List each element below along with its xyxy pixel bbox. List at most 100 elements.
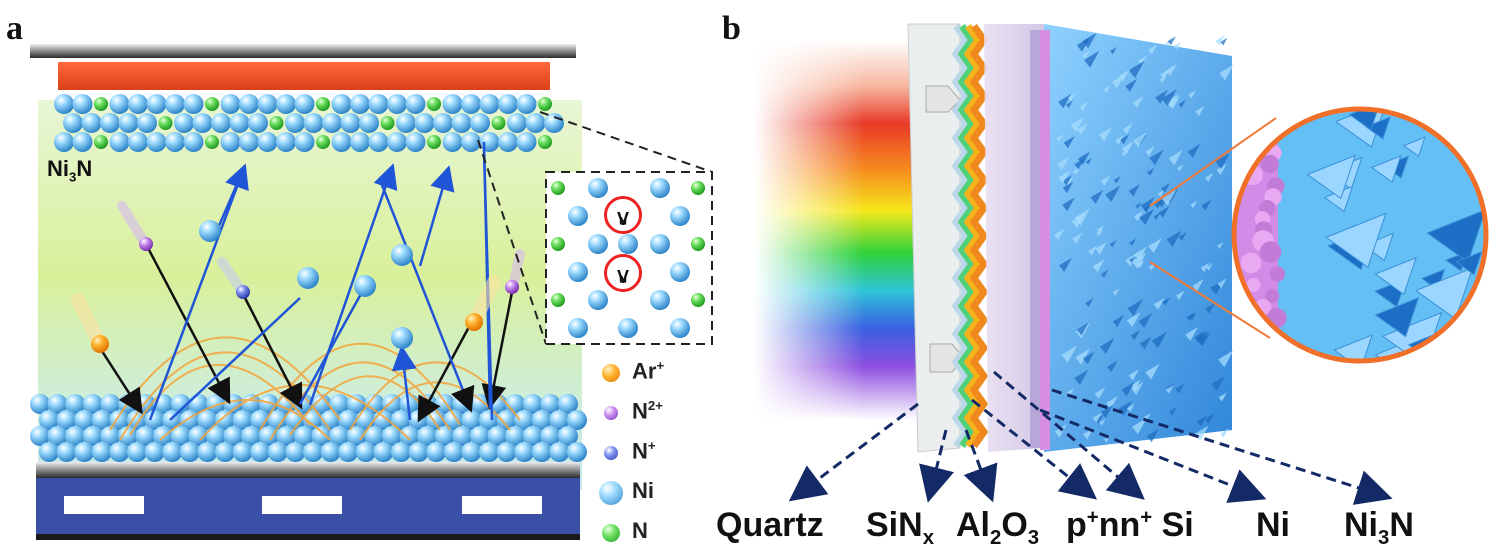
nanosheet-flake (1189, 312, 1197, 321)
ni-atom (197, 410, 218, 430)
nanosheet-flake (1139, 336, 1152, 350)
nanosheet-flake (1119, 134, 1130, 145)
ni-atom (331, 132, 352, 152)
ni-atom (391, 442, 411, 462)
nanosheet-flake (1109, 240, 1117, 248)
nanosheet-flake (1160, 68, 1171, 80)
nanosheet-flake (1112, 314, 1125, 328)
zigzag-film-layer (969, 23, 989, 449)
nanosheet-flake (1058, 257, 1073, 273)
ni-atom (30, 426, 50, 446)
nanosheet-flake (1168, 149, 1183, 166)
ni-atom (229, 113, 250, 133)
ni-atom (359, 113, 379, 133)
ni-atom (165, 94, 185, 114)
ni-atom (470, 426, 490, 446)
ni-atom (220, 132, 241, 152)
ni-atom (197, 442, 218, 462)
ni-atom (276, 94, 296, 114)
ni-atom (174, 113, 194, 133)
ni-atom (540, 426, 561, 446)
ni-atom (276, 132, 296, 152)
ni-atom (199, 220, 221, 242)
nanosheet-flake (1192, 278, 1204, 292)
ni-atom (100, 426, 121, 446)
ni-atom (568, 206, 588, 226)
nanosheet-flake (1128, 184, 1141, 197)
ni-grain (1265, 288, 1280, 304)
nanosheet-flake (1175, 290, 1185, 301)
ni-atom (74, 442, 95, 462)
nanosheet-flake (1100, 269, 1109, 278)
nanosheet-zoom-flake (1362, 232, 1395, 262)
nanosheet-flake (1095, 241, 1107, 255)
nanosheet-flake (1178, 99, 1186, 108)
nanosheet-flake (1054, 424, 1067, 438)
nanosheet-flake (1121, 141, 1134, 155)
ni-atom (294, 426, 314, 446)
ni-atom (433, 113, 453, 133)
n-atom (691, 237, 705, 251)
ni-atom (391, 410, 411, 430)
nanosheet-flake (1185, 326, 1199, 342)
ar-ion (465, 313, 483, 331)
nanosheet-flake (1133, 132, 1147, 148)
nanosheet-flake (1217, 278, 1227, 289)
nanosheet-flake (1215, 152, 1231, 169)
ni-atom (188, 426, 209, 446)
nanosheet-zoom-flake (1414, 267, 1474, 320)
nanosheet-flake (1099, 337, 1115, 354)
nanosheet-zoom-flake (1455, 250, 1483, 276)
nanosheet-flake (1165, 384, 1174, 394)
zoom-guide-lines (477, 111, 713, 345)
ni-atom (452, 426, 473, 446)
nanosheet-flake (1090, 189, 1104, 204)
nanosheet-flake (1153, 297, 1165, 310)
nanosheet-flake (1148, 44, 1158, 55)
ni-atom (650, 290, 670, 310)
ni-atom (505, 426, 526, 446)
ni-grain (1246, 277, 1261, 293)
ni-atom (285, 442, 306, 462)
ni-atom (479, 442, 499, 462)
nanosheet-flake (1126, 312, 1141, 328)
nanosheet-flake (1175, 383, 1185, 394)
n-atom (316, 135, 330, 149)
ni-atom (165, 132, 185, 152)
zoom-circle (1231, 106, 1489, 364)
nanosheet-flake (1088, 245, 1098, 256)
nanosheet-flake (1138, 312, 1153, 329)
ni-atom (442, 94, 463, 114)
nanosheet-flake (1169, 407, 1177, 416)
nanosheet-flake (1092, 412, 1103, 423)
ni-atom (81, 113, 102, 133)
ni-atom (91, 442, 112, 462)
incoming-ion-arrows (98, 247, 514, 423)
legend-label-ni: Ni (632, 478, 654, 503)
n-atom (551, 237, 565, 251)
nanosheet-flake (1178, 231, 1187, 241)
ni-atom (391, 327, 413, 349)
nanosheet-flake (1130, 329, 1141, 341)
nanosheet-flake (1085, 298, 1094, 308)
nanosheet-flake (1146, 167, 1155, 176)
ni-atom (223, 426, 244, 446)
nanosheet-flake (1137, 55, 1147, 66)
ni-atom (479, 132, 500, 152)
ni-atom (368, 132, 389, 152)
nanosheet-flake (1074, 369, 1089, 386)
nanosheet-flake (1166, 93, 1179, 109)
zigzag-film-layer (963, 23, 983, 449)
nanosheet-flake (1128, 369, 1140, 381)
label-ni: Ni (1256, 506, 1290, 544)
ni-atom (239, 94, 259, 114)
nanosheet-flake (1204, 413, 1215, 425)
nanosheet-flake (1076, 37, 1091, 52)
ni-atom (588, 290, 608, 310)
nanosheet-flake (1217, 241, 1224, 249)
ni-atom (303, 442, 323, 462)
label-quartz: Quartz (716, 506, 824, 544)
ni-substrate-layer (30, 394, 587, 462)
